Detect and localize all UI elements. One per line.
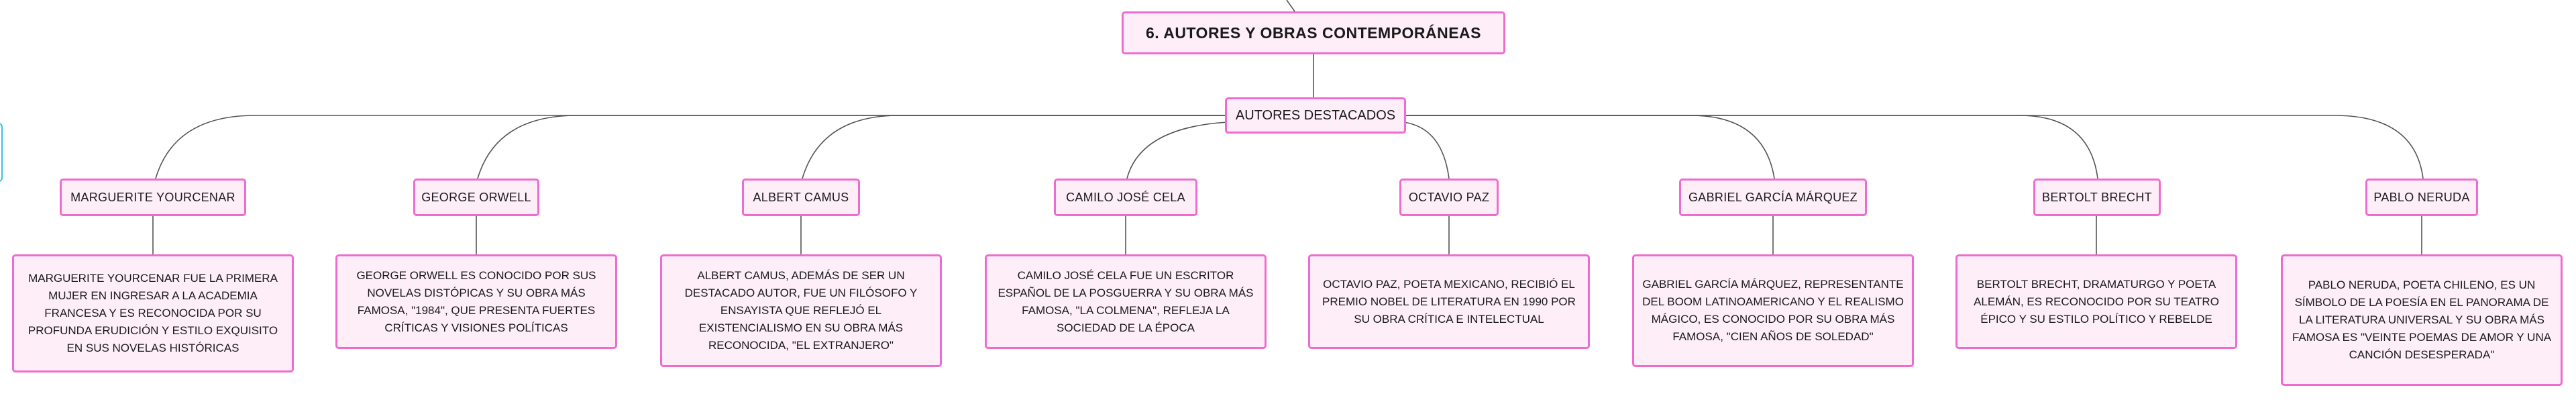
title-node[interactable]: 6. AUTORES Y OBRAS CONTEMPORÁNEAS [1122, 11, 1505, 54]
author-node-brecht[interactable]: BERTOLT BRECHT [2033, 179, 2161, 216]
connector-hub-yourcenar [155, 115, 1225, 179]
description-node-brecht[interactable]: BERTOLT BRECHT, DRAMATURGO Y POETA ALEMÁ… [1955, 254, 2237, 349]
connector-hub-brecht [1406, 115, 2098, 179]
description-node-camus[interactable]: ALBERT CAMUS, ADEMÁS DE SER UN DESTACADO… [660, 254, 942, 367]
description-node-neruda[interactable]: PABLO NERUDA, POETA CHILENO, ES UN SÍMBO… [2281, 254, 2563, 386]
author-node-garcia[interactable]: GABRIEL GARCÍA MÁRQUEZ [1679, 179, 1867, 216]
description-node-orwell[interactable]: GEORGE ORWELL ES CONOCIDO POR SUS NOVELA… [335, 254, 617, 349]
connector-hub-paz [1403, 121, 1450, 179]
author-node-cela[interactable]: CAMILO JOSÉ CELA [1054, 179, 1197, 216]
connector-hub-camus [802, 115, 1225, 179]
description-node-garcia[interactable]: GABRIEL GARCÍA MÁRQUEZ, REPRESENTANTE DE… [1632, 254, 1914, 367]
author-node-paz[interactable]: OCTAVIO PAZ [1399, 179, 1499, 216]
hub-node[interactable]: AUTORES DESTACADOS [1225, 97, 1406, 134]
author-node-yourcenar[interactable]: MARGUERITE YOURCENAR [60, 179, 246, 216]
connector-hub-cela [1126, 121, 1228, 179]
connector-hub-orwell [477, 115, 1225, 179]
connector-hub-neruda [1406, 115, 2424, 179]
description-node-yourcenar[interactable]: MARGUERITE YOURCENAR FUE LA PRIMERA MUJE… [12, 254, 294, 372]
side-tab[interactable] [0, 123, 3, 182]
connector-hub-garcia [1406, 115, 1775, 179]
connector-title-top [1286, 0, 1295, 12]
description-node-paz[interactable]: OCTAVIO PAZ, POETA MEXICANO, RECIBIÓ EL … [1308, 254, 1590, 349]
description-node-cela[interactable]: CAMILO JOSÉ CELA FUE UN ESCRITOR ESPAÑOL… [985, 254, 1267, 349]
author-node-neruda[interactable]: PABLO NERUDA [2365, 179, 2478, 216]
author-node-camus[interactable]: ALBERT CAMUS [742, 179, 860, 216]
author-node-orwell[interactable]: GEORGE ORWELL [413, 179, 539, 216]
